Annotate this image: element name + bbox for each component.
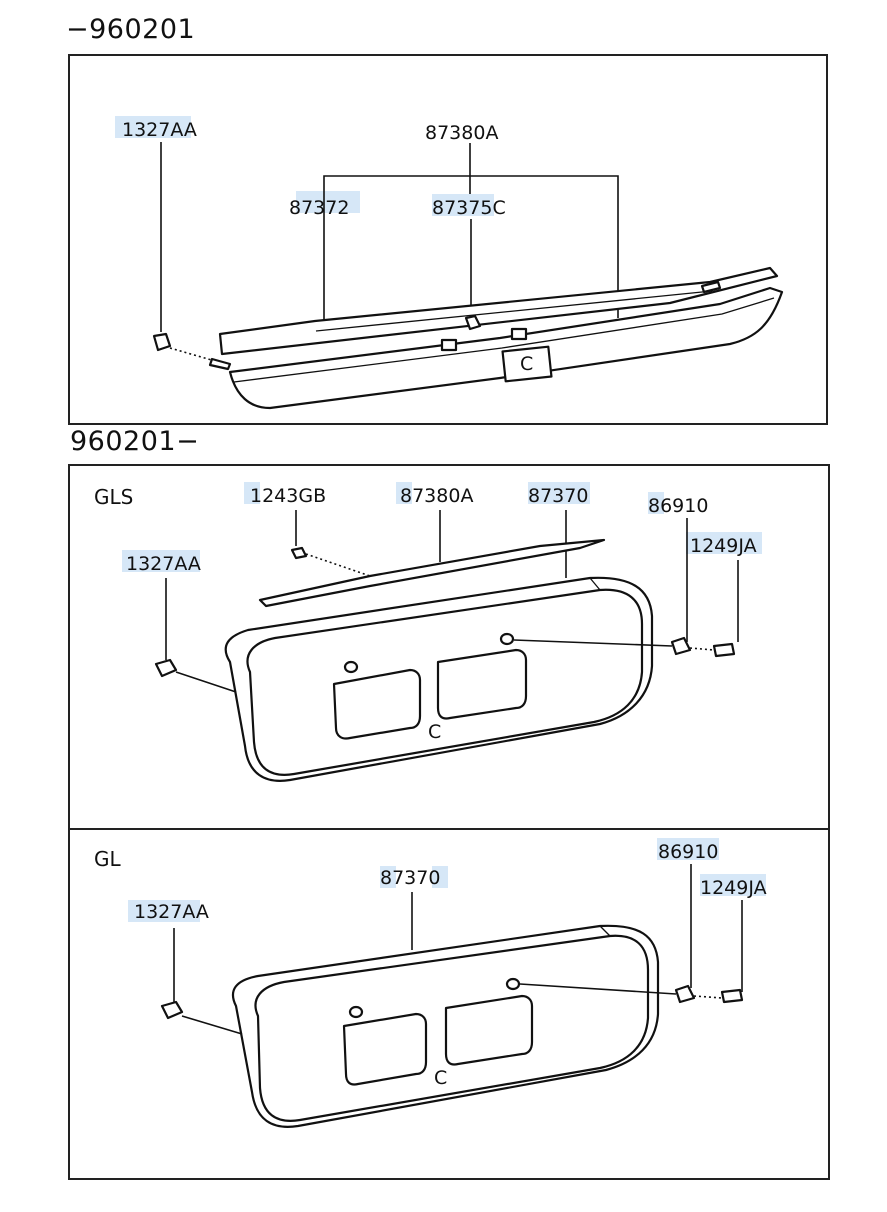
hole — [505, 977, 521, 991]
diagram-panel-early: 1327AA 87380A 87372 87375C C — [68, 54, 828, 425]
callout-highlight — [128, 900, 200, 922]
mount-boss — [440, 338, 458, 352]
housing-seam — [599, 925, 611, 937]
callout-highlight — [432, 194, 494, 216]
callout-highlight — [296, 191, 360, 213]
callout-1243GB: 1243GB — [250, 485, 326, 507]
callout-highlight — [380, 866, 396, 888]
screw-line — [169, 347, 216, 362]
hole — [343, 660, 359, 674]
grommet-1327AA — [160, 1000, 184, 1020]
callout-87370: 87370 — [528, 485, 588, 507]
bulb-line — [519, 983, 677, 995]
callout-87380A: 87380A — [400, 485, 473, 507]
trim-label-gl: GL — [94, 847, 121, 871]
hole — [348, 1005, 364, 1019]
callout-highlight — [700, 874, 766, 896]
socket-86910 — [674, 984, 696, 1004]
callout-1327AA: 1327AA — [126, 553, 201, 575]
callout-1249JA: 1249JA — [700, 877, 767, 899]
lens-window-right — [436, 648, 528, 720]
gl-garnish-drawing: GL 86910 87370 1249JA 1327AA C — [94, 838, 767, 1128]
callout-highlight — [528, 482, 590, 504]
mount-boss — [510, 327, 528, 341]
callout-highlight — [115, 116, 191, 138]
screw-path — [305, 553, 371, 577]
callout-highlight — [396, 482, 412, 504]
lens-mark: C — [434, 1067, 447, 1089]
callout-1249JA: 1249JA — [690, 535, 757, 557]
socket-86910 — [670, 636, 692, 656]
section-title-after: 960201− — [70, 426, 200, 457]
grommet-line — [175, 671, 237, 693]
early-spoiler-drawing: 1327AA 87380A 87372 87375C C — [115, 116, 784, 410]
lens-mark: C — [428, 721, 441, 743]
spoiler-upper-rail — [218, 266, 779, 356]
housing-edge — [233, 297, 775, 383]
callout-87370: 87370 — [380, 867, 440, 889]
screw — [208, 357, 232, 371]
screw-path — [689, 647, 715, 651]
screw-path — [693, 995, 723, 999]
callout-highlight — [122, 550, 200, 572]
callout-highlight — [432, 866, 448, 888]
gls-garnish-drawing: GLS 1243GB 87380A 87370 86910 1327AA 124… — [94, 482, 762, 782]
callout-87380A: 87380A — [425, 122, 498, 144]
screw-1243GB — [290, 546, 308, 560]
lens-window-right — [444, 994, 534, 1066]
lens-window-left — [332, 668, 422, 740]
callout-1327AA: 1327AA — [134, 901, 209, 923]
callout-highlight — [648, 492, 664, 514]
grommet-line — [181, 1015, 243, 1035]
callout-87372: 87372 — [289, 197, 349, 219]
screw-1249JA — [720, 988, 744, 1004]
hole — [499, 632, 515, 646]
lens-mark: C — [520, 353, 533, 375]
callout-highlight — [244, 482, 260, 504]
lens-window-left — [342, 1012, 428, 1086]
grommet-1327AA — [154, 658, 178, 678]
leader-87380A — [323, 143, 619, 324]
bulb-line — [513, 639, 673, 647]
diagram-panel-gls: GLS 1243GB 87380A 87370 86910 1327AA 124… — [68, 464, 830, 830]
clip-right — [700, 280, 722, 294]
callout-highlight — [657, 838, 719, 860]
housing-seam — [589, 577, 601, 591]
grommet-1327AA — [152, 332, 172, 352]
section-title-before: −960201 — [66, 14, 196, 45]
molding-strip — [258, 538, 606, 608]
clip-87375C — [464, 314, 482, 331]
callout-86910: 86910 — [648, 495, 708, 517]
diagram-panel-gl: GL 86910 87370 1249JA 1327AA C — [68, 828, 830, 1180]
rail-edge — [315, 290, 713, 332]
trim-label-gls: GLS — [94, 485, 133, 509]
callout-1327AA: 1327AA — [122, 119, 197, 141]
callout-86910: 86910 — [658, 841, 718, 863]
callout-highlight — [686, 532, 762, 554]
center-lamp-lens — [501, 345, 553, 383]
callout-87375C: 87375C — [432, 197, 506, 219]
screw-1249JA — [712, 642, 736, 658]
